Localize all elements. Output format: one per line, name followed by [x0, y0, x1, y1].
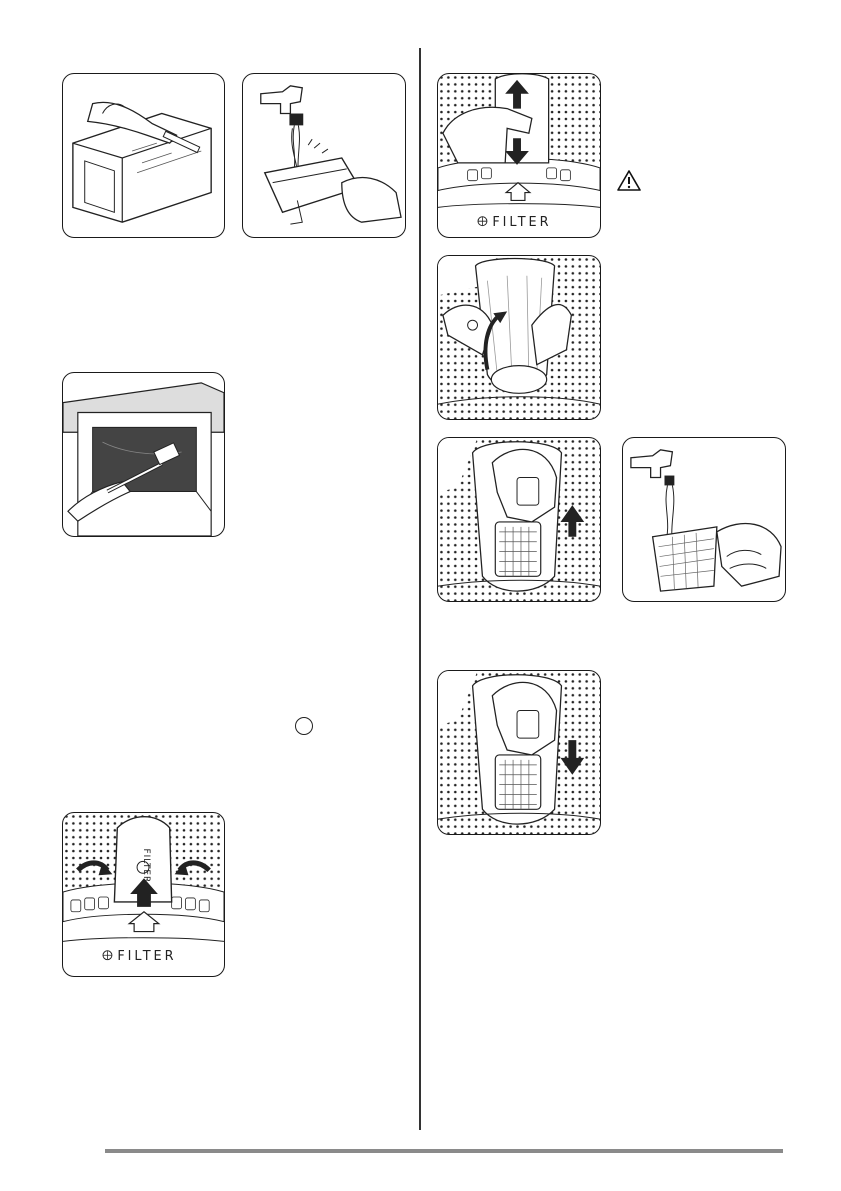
- detergent-drawer-brush-illustration: [62, 73, 225, 238]
- drawer-recess-brush-illustration: [62, 372, 225, 537]
- reference-circle-marker: [295, 717, 313, 735]
- filter-basket-rinse-illustration: [622, 437, 786, 602]
- filter-hatch-open-illustration: [437, 255, 601, 420]
- filter-panel-text-2: FILTER: [492, 215, 551, 230]
- filter-panel-text: FILTER: [117, 949, 176, 964]
- warning-icon: [617, 169, 641, 191]
- filter-basket-reinsert-illustration: [437, 670, 601, 835]
- filter-cap-turn-illustration: FILTER FILTER: [62, 812, 225, 977]
- column-divider: [419, 48, 421, 1130]
- detergent-drawer-rinse-illustration: [242, 73, 406, 238]
- filter-pull-out-illustration: FILTER: [437, 73, 601, 238]
- filter-cap-text: FILTER: [141, 849, 151, 884]
- footer-rule: [105, 1149, 783, 1153]
- filter-basket-remove-illustration: [437, 437, 601, 602]
